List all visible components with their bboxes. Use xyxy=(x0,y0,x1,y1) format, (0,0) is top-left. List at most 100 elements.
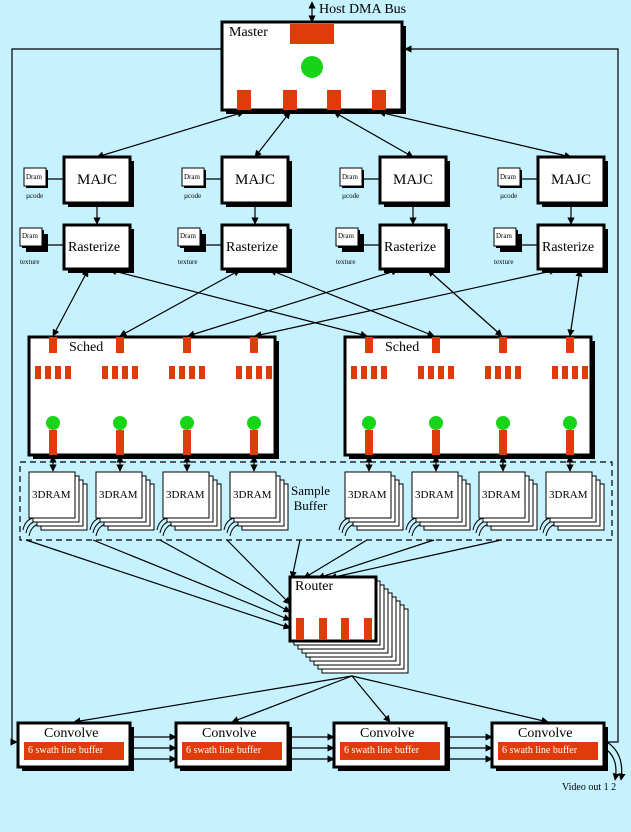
3dram-router-link xyxy=(159,539,291,613)
majc-label-3: MAJC xyxy=(393,172,434,188)
3dram-chip-5 xyxy=(344,471,392,519)
swath-label-2: 6 swath line buffer xyxy=(186,745,262,756)
router-port-3 xyxy=(341,618,349,640)
ucode-label-3: µcode xyxy=(342,192,360,200)
swath-buffer-4 xyxy=(498,742,598,760)
sched-fanout-port xyxy=(236,366,242,379)
rasterize-label-4: Rasterize xyxy=(542,240,595,255)
ucode-label-4: µcode xyxy=(500,192,518,200)
sched-fanout-port xyxy=(189,366,195,379)
router-box xyxy=(288,575,378,643)
raster-sched-link xyxy=(119,269,241,337)
sched-output-port xyxy=(116,430,124,455)
sched-box-2 xyxy=(343,335,593,457)
sched-fanout-port xyxy=(246,366,252,379)
rasterize-box-4 xyxy=(536,223,606,271)
sched-fanout-port xyxy=(351,366,357,379)
sched-fanout-port xyxy=(552,366,558,379)
sched-fanout-port xyxy=(438,366,444,379)
router-convolve-link xyxy=(231,675,353,724)
master-port-3 xyxy=(327,90,341,110)
sched-fanout-port xyxy=(266,366,272,379)
texture-label-2: texture xyxy=(178,258,198,266)
sched-input-port xyxy=(49,337,57,353)
sched-fanout-port xyxy=(381,366,387,379)
3dram-chip-3 xyxy=(162,471,210,519)
majc-box-3 xyxy=(378,155,448,205)
ucode-dram-label-1: Dram xyxy=(26,173,42,181)
swath-buffer-3 xyxy=(340,742,440,760)
sched-fanout-port xyxy=(55,366,61,379)
sched-fanout-port xyxy=(371,366,377,379)
texture-dram-chip-1 xyxy=(19,227,43,247)
texture-dram-label-2: Dram xyxy=(180,232,196,240)
master-majc-1 xyxy=(96,110,245,159)
3dram-label-8: 3DRAM xyxy=(549,489,588,501)
ucode-label-2: µcode xyxy=(184,192,202,200)
sched-fanout-port xyxy=(485,366,491,379)
sched-fanout-port xyxy=(361,366,367,379)
3dram-router-link xyxy=(226,539,291,605)
3dram-label-6: 3DRAM xyxy=(415,489,454,501)
sched-box-1 xyxy=(27,335,277,457)
rasterize-label-2: Rasterize xyxy=(226,240,279,255)
sched-input-port xyxy=(499,337,507,353)
texture-label-1: texture xyxy=(20,258,40,266)
sched-fanout-port xyxy=(495,366,501,379)
raster-sched-link xyxy=(52,269,89,337)
sched-merge-node xyxy=(563,416,577,430)
sched-merge-node xyxy=(180,416,194,430)
sched-fanout-port xyxy=(199,366,205,379)
majc-label-1: MAJC xyxy=(77,172,118,188)
sched-input-port xyxy=(250,337,258,353)
sched-fanout-port xyxy=(45,366,51,379)
video-out-label: Video out 1 2 xyxy=(562,782,617,793)
ucode-dram-chip-3 xyxy=(339,167,363,187)
sched-output-port xyxy=(250,430,258,455)
sample-buffer-region xyxy=(19,461,613,541)
sched-label-2: Sched xyxy=(385,340,420,355)
rasterize-box-1 xyxy=(62,223,132,271)
rasterize-label-1: Rasterize xyxy=(68,240,121,255)
sched-input-port xyxy=(365,337,373,353)
sched-merge-node xyxy=(496,416,510,430)
raster-sched-link xyxy=(109,268,368,338)
sched-output-port xyxy=(432,430,440,455)
router-convolve-link xyxy=(73,675,353,725)
master-label: Master xyxy=(229,25,268,40)
ucode-dram-label-3: Dram xyxy=(342,173,358,181)
router-convolve-link xyxy=(351,675,391,723)
sample-buffer-label-line1: Sample xyxy=(291,483,330,498)
sched-input-port xyxy=(432,337,440,353)
sched-label-1: Sched xyxy=(69,340,104,355)
3dram-router-link xyxy=(25,539,291,630)
rasterize-box-3 xyxy=(378,223,448,271)
swath-label-3: 6 swath line buffer xyxy=(344,745,420,756)
master-port-2 xyxy=(283,90,297,110)
3dram-label-7: 3DRAM xyxy=(482,489,521,501)
sched-fanout-port xyxy=(132,366,138,379)
video-out-arrow-2 xyxy=(606,741,626,781)
ucode-label-1: µcode xyxy=(26,192,44,200)
sched-merge-node xyxy=(247,416,261,430)
majc-label-2: MAJC xyxy=(235,172,276,188)
sched-input-port xyxy=(566,337,574,353)
ucode-dram-chip-1 xyxy=(23,167,47,187)
sched-fanout-port xyxy=(515,366,521,379)
3dram-label-5: 3DRAM xyxy=(348,489,387,501)
swath-label-4: 6 swath line buffer xyxy=(502,745,578,756)
master-host-port xyxy=(290,24,334,44)
raster-sched-link xyxy=(254,267,557,339)
texture-dram-chip-2 xyxy=(177,227,201,247)
3dram-router-link xyxy=(329,539,502,581)
master-hub-node xyxy=(301,56,323,78)
sample-buffer-label-line2: Buffer xyxy=(293,498,328,513)
3dram-router-link xyxy=(317,539,435,580)
left-feedback-loop xyxy=(10,48,222,746)
texture-dram-chip-4 xyxy=(493,227,517,247)
ucode-dram-label-2: Dram xyxy=(184,173,200,181)
convolve-label-3: Convolve xyxy=(360,726,415,741)
texture-dram-label-3: Dram xyxy=(338,232,354,240)
3dram-chip-2 xyxy=(95,471,143,519)
sched-fanout-port xyxy=(35,366,41,379)
